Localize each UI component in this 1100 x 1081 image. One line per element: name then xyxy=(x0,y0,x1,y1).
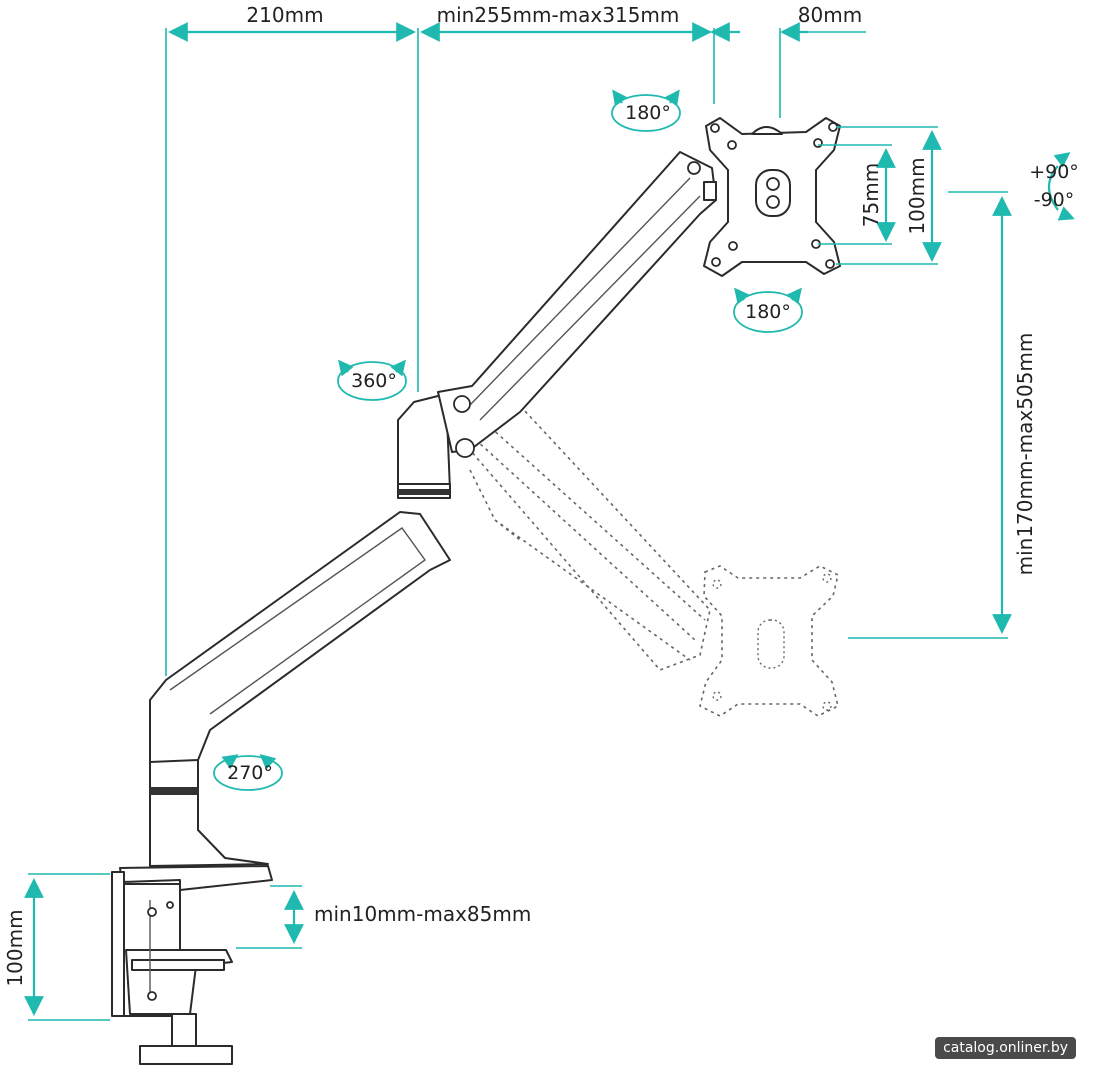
monitor-arm xyxy=(111,117,841,1065)
rot-arm-rotation: 360° xyxy=(351,370,397,392)
rot-base-rotation: 270° xyxy=(227,762,273,784)
dimension-lines xyxy=(24,22,1012,1021)
lower-arm xyxy=(149,511,451,763)
desk-clamp xyxy=(111,865,273,1065)
dim-clamp-thickness: min10mm-max85mm xyxy=(314,902,531,926)
dim-plate-offset: 80mm xyxy=(798,3,862,27)
rot-plate-swivel-top: 180° xyxy=(625,102,671,124)
watermark-label: catalog.onliner.by xyxy=(935,1037,1076,1059)
dim-vesa-large: 100mm xyxy=(905,157,929,234)
dim-clamp-height: 100mm xyxy=(3,909,27,986)
dim-arm-reach: min255mm-max315mm xyxy=(437,3,680,27)
base-column xyxy=(149,789,269,867)
dim-height-range: min170mm-max505mm xyxy=(1013,333,1037,576)
rot-plate-swivel-bottom: 180° xyxy=(745,301,791,323)
rot-tilt-up: +90° xyxy=(1029,161,1079,183)
lowered-position-ghost xyxy=(448,394,839,717)
rot-tilt-down: -90° xyxy=(1034,189,1075,211)
upper-arm xyxy=(437,151,717,453)
vesa-plate xyxy=(703,117,841,277)
rotation-indicators xyxy=(213,89,1075,791)
dim-base-to-pivot: 210mm xyxy=(246,3,323,27)
elbow-joint xyxy=(397,393,451,491)
dim-vesa-small: 75mm xyxy=(859,163,883,227)
